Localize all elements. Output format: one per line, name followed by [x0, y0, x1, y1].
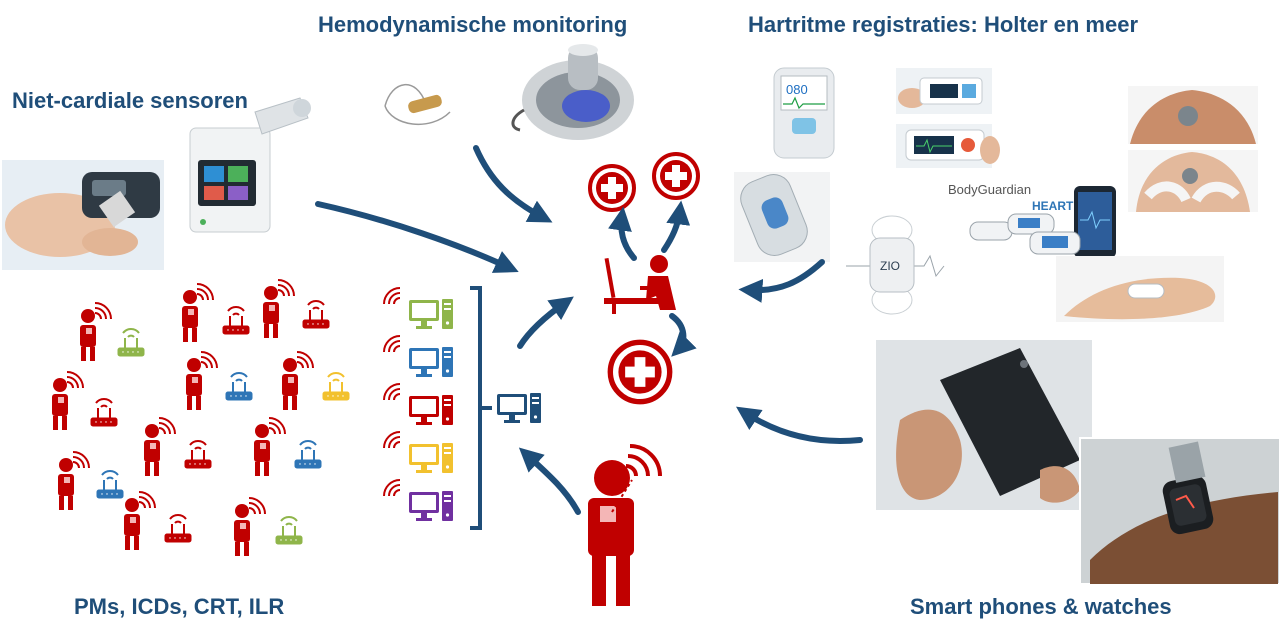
wifi-router-icon: [222, 306, 250, 335]
signal-icon: [383, 335, 401, 353]
large-patient-icon: [588, 444, 662, 606]
arrow-clinician-to-cross-2: [661, 200, 691, 253]
wifi-router-icon: [184, 440, 212, 469]
patient-icon: [281, 351, 314, 411]
label-smart-phones-watches: Smart phones & watches: [910, 594, 1172, 619]
signal-icon: [383, 287, 401, 305]
bodyguardian-heart-photo: BodyGuardian HEART: [948, 182, 1116, 258]
arrow-hub-to-clinician: [517, 296, 574, 349]
flow-arrows: [315, 145, 863, 515]
wifi-router-icon: [90, 398, 118, 427]
signal-icon: [383, 479, 401, 497]
patient-icon: [262, 279, 295, 339]
implantable-loop-recorder-photo: [1056, 256, 1224, 322]
label-implantable-devices: PMs, ICDs, CRT, ILR: [74, 594, 285, 619]
wifi-router-icon: [225, 372, 253, 401]
signal-icon: [383, 431, 401, 449]
bracket: [470, 286, 482, 530]
medical-cross-icon: [588, 164, 636, 212]
wifi-router-icon: [164, 514, 192, 543]
wifi-router-icon: [96, 470, 124, 499]
patient-network: [51, 279, 350, 557]
bodyguardian-sub-text: HEART: [1032, 199, 1074, 213]
arrow-holter-to-clinician: [738, 259, 825, 303]
patient-icon: [233, 497, 266, 557]
label-hemodynamic-monitoring: Hemodynamische monitoring: [318, 12, 628, 37]
chest-patch-male-photo: [1128, 86, 1258, 144]
computer-icon: [409, 491, 453, 521]
hub-computer-icon: [497, 393, 541, 423]
label-rhythm-registrations: Hartritme registraties: Holter en meer: [748, 12, 1139, 37]
patient-icon: [143, 417, 176, 477]
patient-icon: [185, 351, 218, 411]
event-recorder-photo: [734, 172, 830, 262]
computer-icon: [409, 347, 453, 377]
patient-icon: [57, 451, 90, 511]
wifi-router-icon: [275, 516, 303, 545]
spirometer-photo: [189, 97, 311, 233]
patient-icon: [123, 491, 156, 551]
computer-icon: [409, 395, 453, 425]
wifi-router-icon: [294, 440, 322, 469]
wifi-router-icon: [302, 300, 330, 329]
computer-icon: [409, 443, 453, 473]
patient-icon: [79, 302, 112, 362]
ventricular-assist-device: [511, 44, 634, 140]
chest-patch-female-photo: [1128, 150, 1258, 212]
remote-stations: [383, 286, 541, 530]
signal-icon: [383, 383, 401, 401]
arrow-sensors-to-clinician: [315, 201, 519, 273]
handheld-ecg-photo-1: [896, 68, 992, 114]
medical-cross-icon: [652, 152, 700, 200]
arrow-clinician-to-cross-1: [608, 206, 637, 261]
zio-patch-photo: ZIO: [846, 215, 945, 315]
patient-icon: [181, 283, 214, 343]
holter-monitor-device: 080: [773, 67, 835, 159]
pressure-sensor-implant: [384, 84, 451, 126]
patient-icon: [253, 417, 286, 477]
wifi-router-icon: [322, 372, 350, 401]
medical-cross-icon: [610, 342, 669, 401]
wifi-router-icon: [117, 328, 145, 357]
zio-text: ZIO: [880, 259, 900, 273]
bodyguardian-text: BodyGuardian: [948, 182, 1031, 197]
computer-icon: [409, 299, 453, 329]
arrow-smart-to-clinician: [736, 406, 863, 444]
handheld-ecg-photo-2: [896, 124, 1000, 168]
smartwatch-photo: [1079, 437, 1281, 585]
smartphone-photo: [876, 340, 1092, 510]
arrow-hemodynamic-to-clinician: [473, 145, 553, 223]
arrow-clinician-to-cross-3: [669, 313, 697, 357]
glucose-meter-photo: [2, 160, 164, 270]
clinician-icon: [604, 255, 676, 314]
patient-icon: [51, 371, 84, 431]
holter-readout: 080: [786, 82, 808, 97]
label-non-cardiac-sensors: Niet-cardiale sensoren: [12, 88, 248, 113]
arrow-patient-to-hub: [518, 447, 581, 515]
